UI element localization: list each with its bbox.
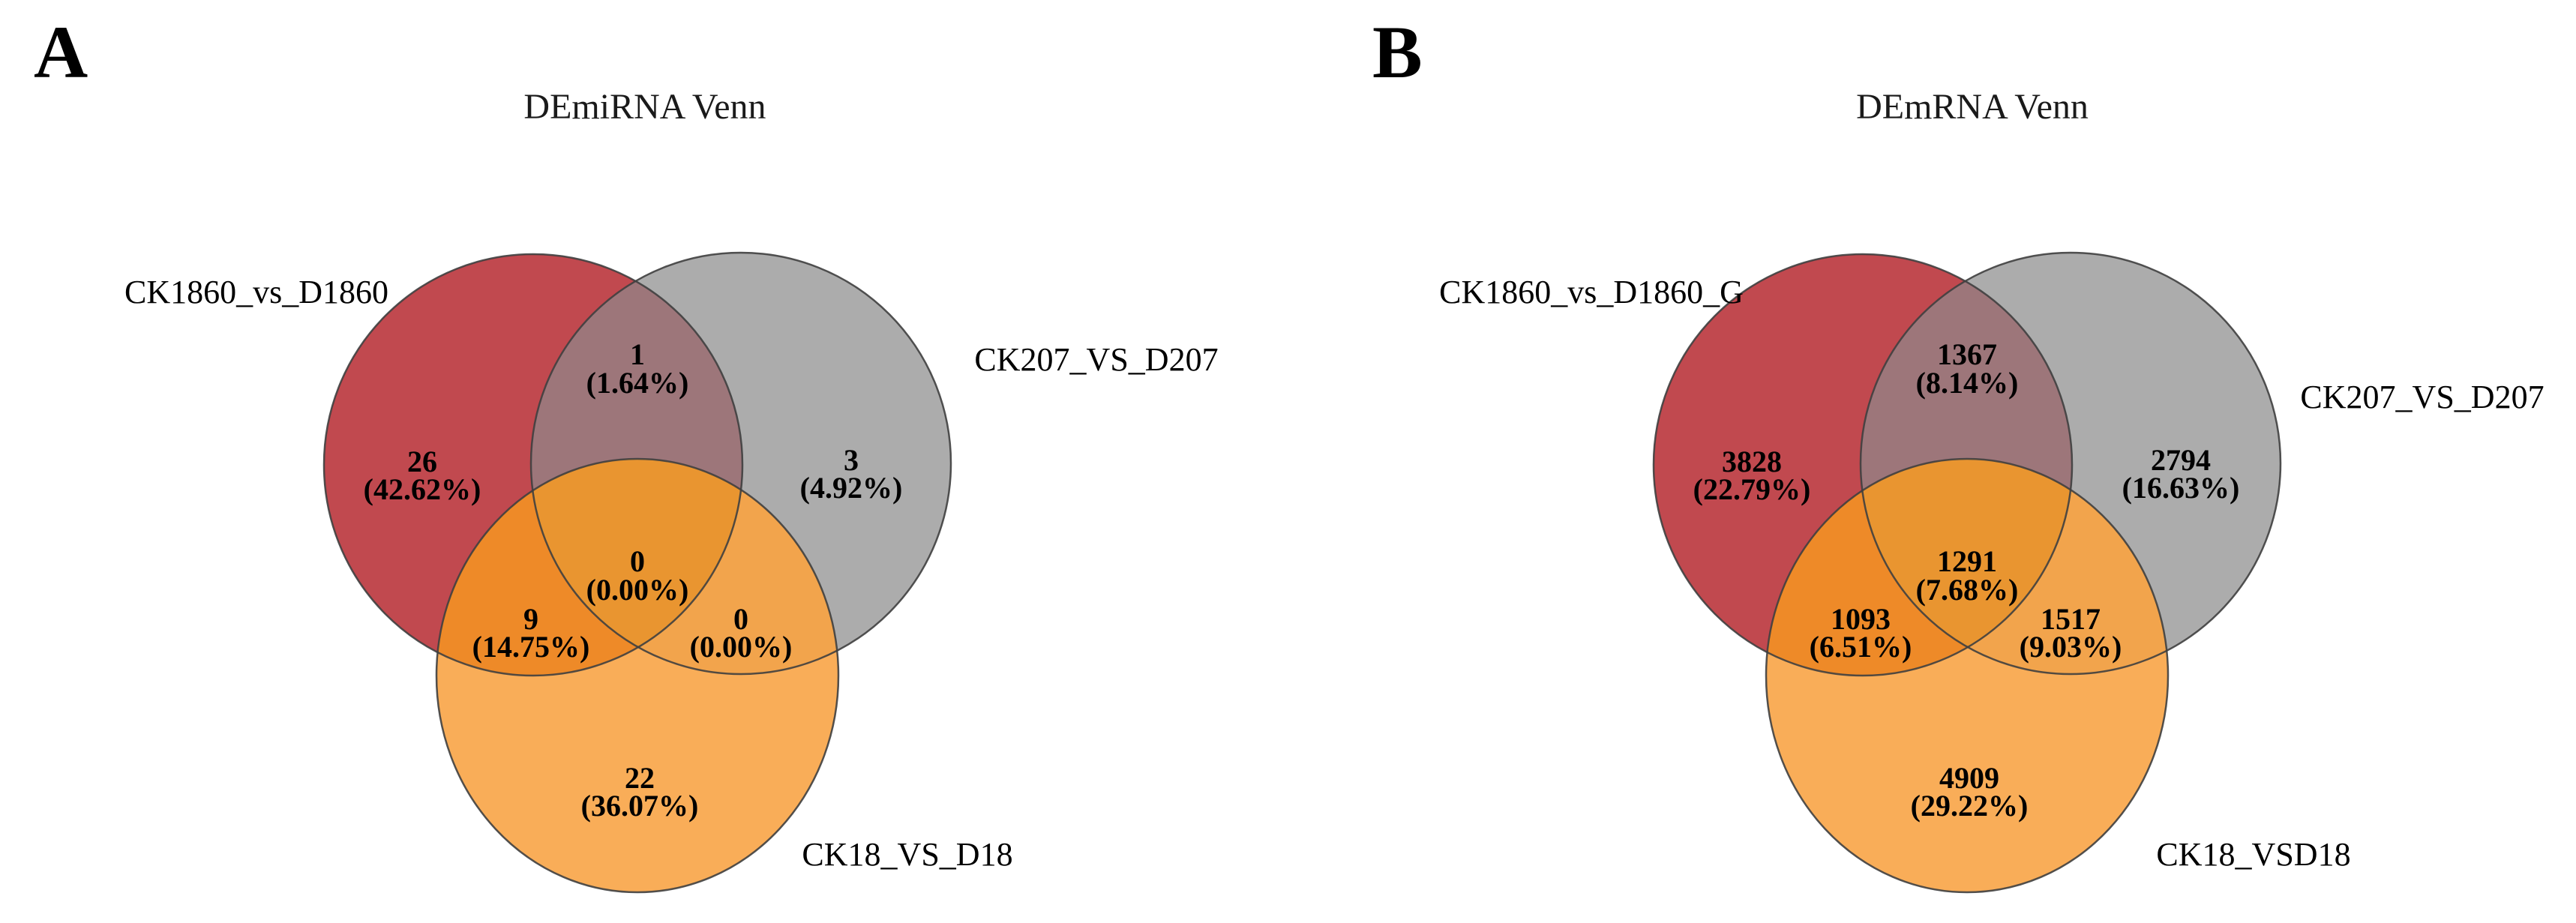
venn-b-gray-only-count: 2794 [2151,443,2211,477]
venn-a-red-only-count: 26 [407,445,437,478]
venn-a-gray-only-count: 3 [844,443,859,477]
venn-b-red-orange-pct: (6.51%) [1810,630,1912,664]
venn-b-red-outline [1652,253,2074,677]
venn-b-red-set-label: CK1860_vs_D1860_G [1439,274,1744,310]
venn-a-gray-outline [529,251,952,676]
venn-a-red-outline [322,253,744,677]
venn-a-triple-pct: (0.00%) [586,573,689,607]
venn-b-triple-count: 1291 [1937,544,1997,578]
panel-b-title: DEmRNA Venn [1856,87,2089,127]
venn-b-red-only-pct: (22.79%) [1693,472,1811,506]
panel-a-letter: A [34,10,88,94]
venn-b-gray-outline [1859,251,2282,676]
venn-a-red-set-label: CK1860_vs_D1860 [124,274,388,310]
venn-b-orange-outline [1765,457,2170,894]
venn-a-red-orange-pct: (14.75%) [472,630,590,664]
venn-a-red-gray-count: 1 [630,337,645,371]
panel-a-title: DEmiRNA Venn [523,87,766,127]
venn-b-orange-set-label: CK18_VSD18 [2156,836,2350,873]
venn-b-orange-only-pct: (29.22%) [1911,789,2029,823]
venn-b [1652,251,2282,894]
venn-b-red-only-count: 3828 [1722,445,1782,478]
venn-a-red-orange-count: 9 [523,602,538,636]
venn-b-gray-orange-pct: (9.03%) [2020,630,2122,664]
venn-b-red-gray-pct: (8.14%) [1916,366,2019,400]
venn-a-gray-set-label: CK207_VS_D207 [974,341,1218,378]
panel-b: B DEmRNA Venn [1372,10,2545,894]
venn-b-gray-set-label: CK207_VS_D207 [2300,379,2544,415]
venn-a-orange-only-count: 22 [625,761,655,795]
venn-a-gray-orange-count: 0 [733,602,748,636]
venn-a-triple-count: 0 [630,544,645,578]
venn-b-triple-pct: (7.68%) [1916,573,2019,607]
venn-a-red-gray-pct: (1.64%) [586,366,689,400]
panel-a: A DEmiRNA Venn [34,10,1219,894]
venn-a-gray-orange-pct: (0.00%) [690,630,793,664]
venn-a-orange-only-pct: (36.07%) [581,789,699,823]
venn-b-red-orange-count: 1093 [1831,602,1891,636]
venn-b-gray-only-pct: (16.63%) [2122,471,2240,505]
venn-a-gray-only-pct: (4.92%) [800,471,903,505]
panel-b-letter: B [1372,10,1423,94]
venn-a-orange-outline [435,457,840,894]
venn-a [322,251,952,894]
venn-b-red-gray-count: 1367 [1937,337,1997,371]
venn-b-gray-orange-count: 1517 [2041,602,2101,636]
venn-b-orange-only-count: 4909 [1939,761,1999,795]
venn-a-red-only-pct: (42.62%) [364,472,481,506]
venn-a-orange-set-label: CK18_VS_D18 [802,836,1012,873]
